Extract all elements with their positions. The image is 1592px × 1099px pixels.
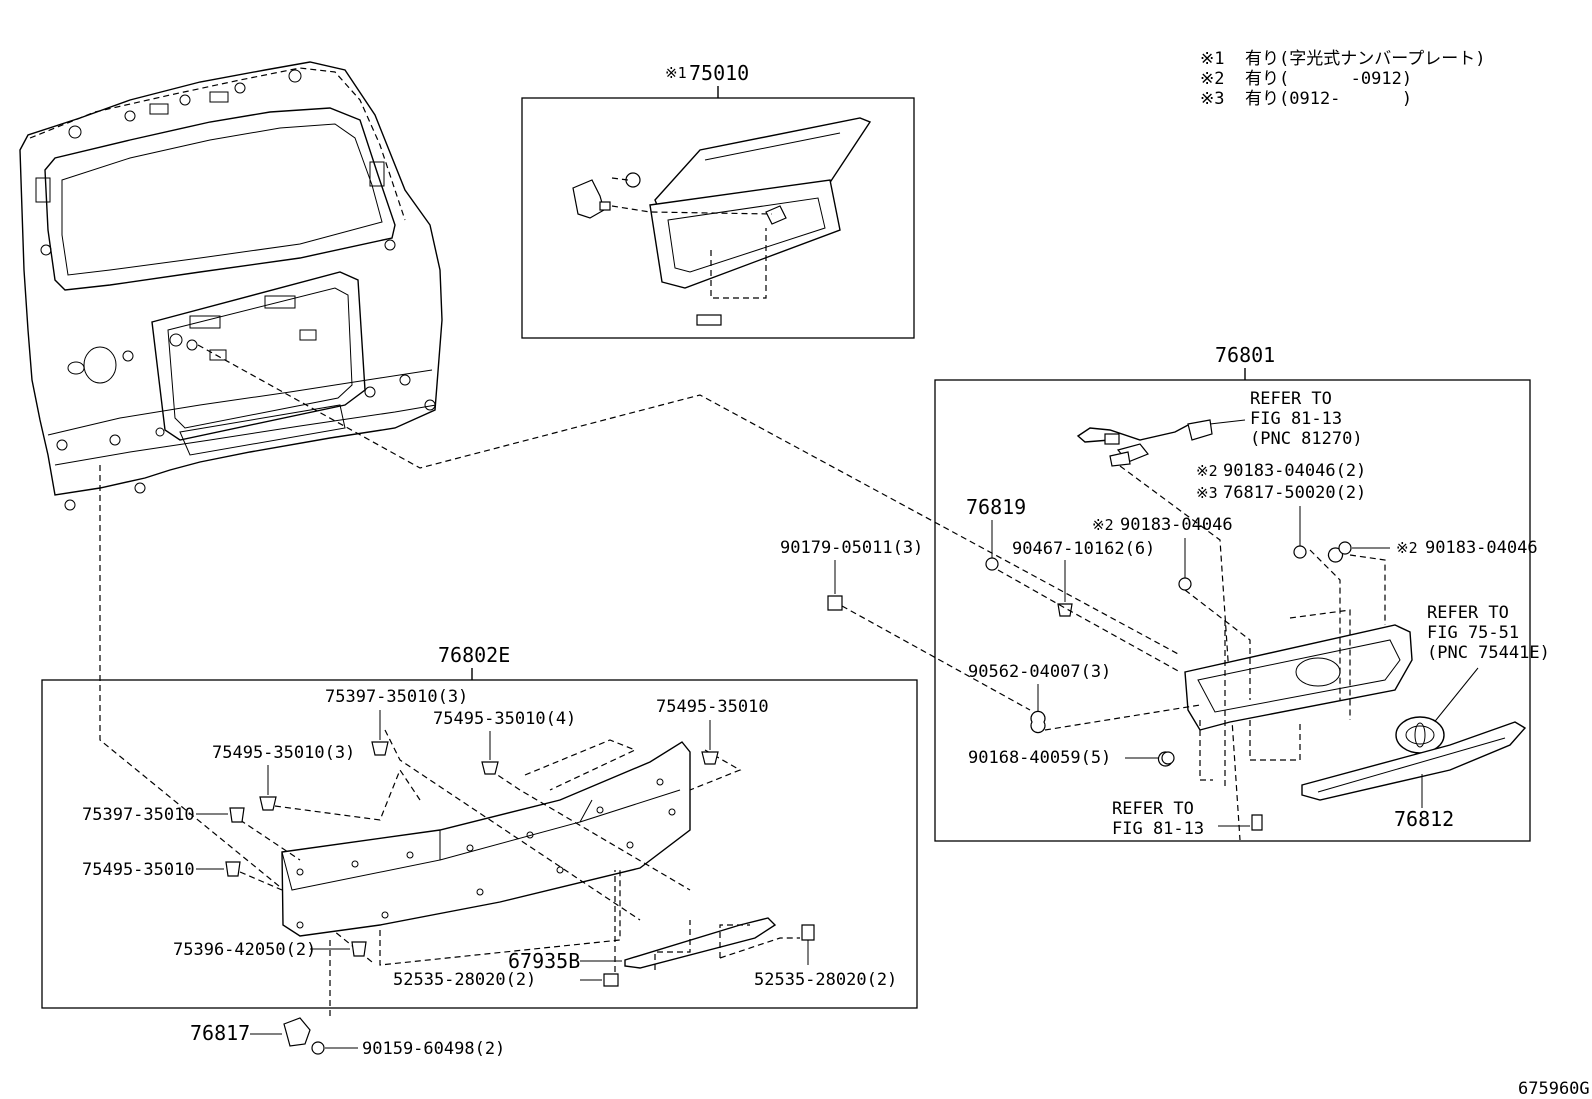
refer-1-line-2: FIG 81-13 (1250, 409, 1342, 429)
notes-legend: ※1 有り(字光式ナンバープレート) ※2 有り( -0912) ※3 有り(0… (1200, 49, 1485, 109)
lamp-assy-mark: ※1 (665, 64, 687, 82)
callout-90183-04046-c-mark: ※2 (1396, 539, 1418, 557)
callout-76819: 76819 (966, 495, 1026, 519)
figure-code: 675960G (1518, 1079, 1590, 1099)
clip-75397-b (229, 807, 245, 823)
callout-75495-35010-d: 75495-35010 (82, 860, 195, 880)
callout-75397-35010-3: 75397-35010(3) (325, 687, 468, 707)
callout-90183-04046-c: 90183-04046 (1425, 538, 1538, 558)
lamp-assy-number: 75010 (689, 61, 749, 85)
callout-52535-28020-b: 52535-28020(2) (754, 970, 897, 990)
note-2-mark: ※2 (1200, 69, 1224, 89)
lamp-assy-group: ※1 75010 (521, 61, 915, 339)
callout-75397-35010: 75397-35010 (82, 805, 195, 825)
garnish-assy-group: 76801 REFER TO FIG 81-13 (PNC 81270) ※2 … (934, 343, 1550, 842)
refer-2-line-2: FIG 75-51 (1427, 623, 1519, 643)
leader-door-to-spoiler (99, 465, 373, 963)
garnish-assy-number: 76801 (1215, 343, 1275, 367)
bulb-socket (1251, 814, 1263, 831)
callout-75495-35010-4: 75495-35010(4) (433, 709, 576, 729)
clip-75396 (351, 941, 367, 957)
callout-90467-10162: 90467-10162(6) (1012, 539, 1155, 559)
clip-52535-b (801, 924, 815, 941)
back-door-garnish (1184, 624, 1413, 731)
callout-90183-04046-2-mark: ※2 (1196, 462, 1218, 480)
toyota-emblem (1395, 716, 1445, 754)
callout-90183-04046-a-mark: ※2 (1092, 516, 1114, 534)
callout-67935b: 67935B (508, 949, 580, 973)
note-1-mark: ※1 (1200, 49, 1224, 69)
clip-90467 (1057, 603, 1073, 617)
clip-76819 (985, 557, 999, 571)
clip-52535-a (603, 973, 619, 987)
bracket-76817 (283, 1017, 311, 1047)
back-door-panel (19, 61, 443, 511)
spoiler-assy-box (41, 679, 918, 1009)
clip-75495-a (481, 761, 499, 775)
spoiler-assy-number: 76802E (438, 643, 510, 667)
nut-90183-a (1178, 577, 1192, 591)
callout-90168-40059: 90168-40059(5) (968, 748, 1111, 768)
clip-75495-c (259, 796, 277, 811)
refer-3-line-2: FIG 81-13 (1112, 819, 1204, 839)
callout-76817: 76817 (190, 1021, 250, 1045)
note-3-text: 有り(0912- ) (1245, 89, 1412, 109)
callout-75495-35010-3: 75495-35010(3) (212, 743, 355, 763)
refer-2-line-3: (PNC 75441E) (1427, 643, 1550, 663)
strip-67935b (624, 917, 777, 969)
refer-1-line-1: REFER TO (1250, 389, 1332, 409)
callout-75495-35010: 75495-35010 (656, 697, 769, 717)
lamp-assy-box (521, 97, 915, 339)
nut-90562 (1030, 710, 1046, 734)
screw-90168 (1161, 751, 1175, 765)
callout-76817-50020: 76817-50020(2) (1223, 483, 1366, 503)
spoiler-assy-group: 76802E 67935B (41, 643, 918, 1009)
clip-75495-b (701, 751, 719, 765)
note-2-text: 有り( -0912) (1245, 69, 1412, 89)
refer-3-line-1: REFER TO (1112, 799, 1194, 819)
clip-75495-d (225, 861, 241, 877)
rear-spoiler (281, 741, 691, 937)
callout-75396-42050: 75396-42050(2) (173, 940, 316, 960)
callout-76817-50020-mark: ※3 (1196, 484, 1218, 502)
callout-90159-60498: 90159-60498(2) (362, 1039, 505, 1059)
callout-90183-04046-2: 90183-04046(2) (1223, 461, 1366, 481)
nut-90183-c (1338, 541, 1352, 555)
refer-1-line-3: (PNC 81270) (1250, 429, 1363, 449)
callout-90179-05011: 90179-05011(3) (780, 538, 923, 558)
callout-90562-04007: 90562-04007(3) (968, 662, 1111, 682)
garnish-assy-box (934, 379, 1531, 842)
clip-76817-50020 (1293, 545, 1307, 559)
refer-2-line-1: REFER TO (1427, 603, 1509, 623)
callout-90183-04046-a: 90183-04046 (1120, 515, 1233, 535)
clip-75397-a (371, 741, 389, 756)
note-1-text: 有り(字光式ナンバープレート) (1245, 49, 1485, 69)
clip-90179 (827, 595, 843, 611)
screw-90159 (311, 1041, 325, 1055)
note-3-mark: ※3 (1200, 89, 1224, 109)
callout-52535-28020-a: 52535-28020(2) (393, 970, 536, 990)
callout-76812: 76812 (1394, 807, 1454, 831)
